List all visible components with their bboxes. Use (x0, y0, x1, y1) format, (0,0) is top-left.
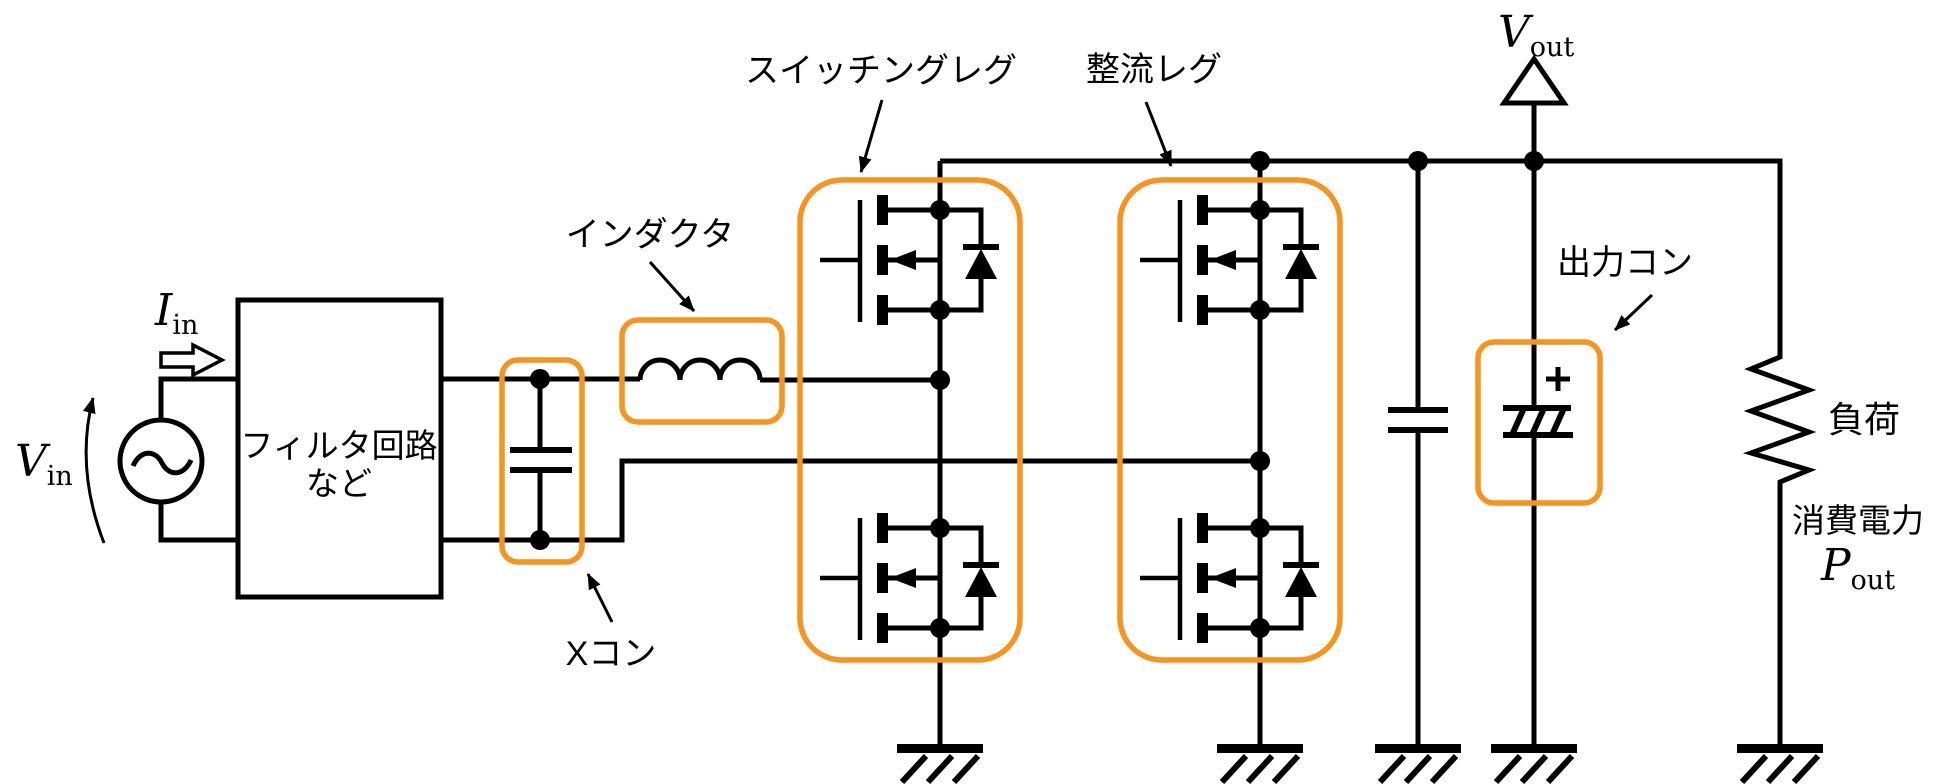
switching-leg (797, 161, 1023, 744)
rectifier-leg-pointer-arrow (1144, 101, 1173, 167)
junction-dot (530, 369, 550, 389)
output-capacitor-highlight-box (1475, 339, 1603, 506)
output-capacitor-label: 出力コン (1557, 244, 1693, 282)
high-side-mosfet (820, 195, 999, 325)
vout-terminal-triangle-icon (1499, 54, 1569, 106)
rectifier-leg-label: 整流レグ (1086, 51, 1222, 89)
film-capacitor (1388, 161, 1448, 744)
output-capacitor-pointer-arrow (1613, 293, 1654, 332)
inductor-pointer-arrow (648, 260, 696, 313)
rectifier-leg (1117, 161, 1343, 744)
low-side-mosfet (1140, 513, 1319, 643)
x-capacitor (499, 357, 585, 565)
junction-dot (1250, 151, 1270, 171)
pout-label: Pout (1820, 540, 1895, 596)
vout-label: Vout (1498, 7, 1574, 63)
filter-box: フィルタ回路 など (235, 297, 444, 600)
ground-symbol (1217, 744, 1303, 782)
iin-current-arrow-icon (159, 342, 226, 378)
x-capacitor-label: Xコン (566, 635, 657, 673)
vout-terminal: Vout (1498, 7, 1574, 161)
vin-label: Vin (15, 436, 73, 492)
high-side-mosfet (1140, 195, 1319, 325)
electrolytic-capacitor (1475, 161, 1603, 744)
iin-label: Iin (154, 285, 198, 341)
inductor-coil-icon (637, 357, 763, 381)
power-consumption-label: 消費電力 (1792, 502, 1924, 539)
midpoint-junction-dot (930, 370, 950, 390)
inductor-highlight-box (619, 317, 785, 425)
x-capacitor-highlight-box (499, 357, 585, 565)
switching-leg-pointer-arrow (858, 99, 884, 173)
source-bottom-wire (158, 502, 238, 543)
switching-leg-highlight-box (797, 177, 1023, 663)
filter-label-line2: など (306, 465, 372, 502)
x-capacitor-pointer-arrow (586, 573, 614, 623)
switching-leg-label: スイッチングレグ (745, 52, 1017, 90)
filter-label-line1: フィルタ回路 (240, 427, 437, 464)
junction-dot (530, 530, 550, 550)
ac-source (117, 376, 238, 543)
ground-symbol (897, 744, 983, 782)
inductor (619, 317, 940, 425)
electrolytic-hatch-lines (1509, 406, 1567, 437)
load-label: 負荷 (1828, 399, 1900, 440)
output-bus-and-load-wire (940, 158, 1817, 744)
ground-symbol (1491, 744, 1577, 782)
plus-polarity-icon (1546, 367, 1570, 391)
filter-box-outline (235, 297, 444, 600)
ground-symbol (1737, 744, 1823, 782)
rectifier-leg-highlight-box (1117, 177, 1343, 663)
low-side-mosfet (820, 513, 999, 643)
source-top-wire (158, 376, 238, 420)
inductor-label: インダクタ (566, 216, 735, 254)
vin-polarity-arrow (82, 397, 106, 544)
ground-symbol (1375, 744, 1461, 782)
sine-wave-icon (130, 450, 194, 476)
midpoint-junction-dot (1250, 451, 1270, 471)
